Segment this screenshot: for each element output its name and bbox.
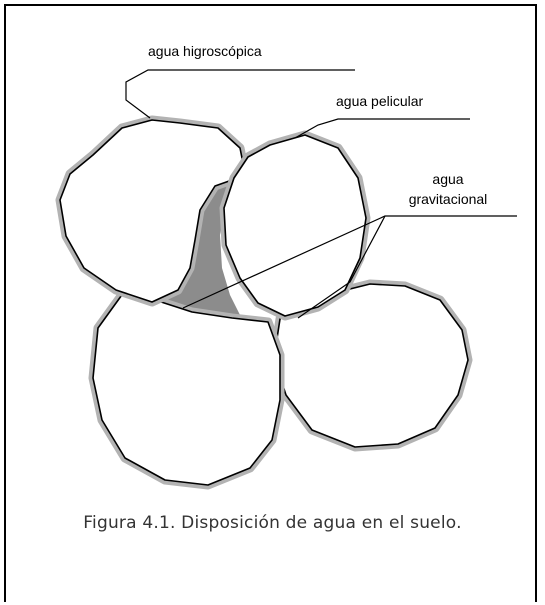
label-gravitational-water-line1: agua	[432, 171, 463, 187]
figure-caption: Figura 4.1. Disposición de agua en el su…	[83, 513, 462, 533]
leader-lines	[125, 69, 517, 319]
soil-particle-lower-right	[269, 279, 473, 452]
label-hygroscopic-water: agua higroscópica	[148, 43, 262, 59]
soil-particle-upper-right	[219, 130, 371, 321]
label-gravitational-water-line2: gravitacional	[409, 191, 488, 207]
soil-particle-upper-left	[55, 115, 249, 307]
soil-particle-lower-left	[88, 287, 285, 490]
figure-frame	[4, 4, 537, 602]
label-film-water: agua pelicular	[336, 93, 424, 109]
leader-gravitational-lower	[297, 215, 386, 319]
leader-hygroscopic	[125, 69, 355, 119]
leader-film	[294, 118, 470, 139]
